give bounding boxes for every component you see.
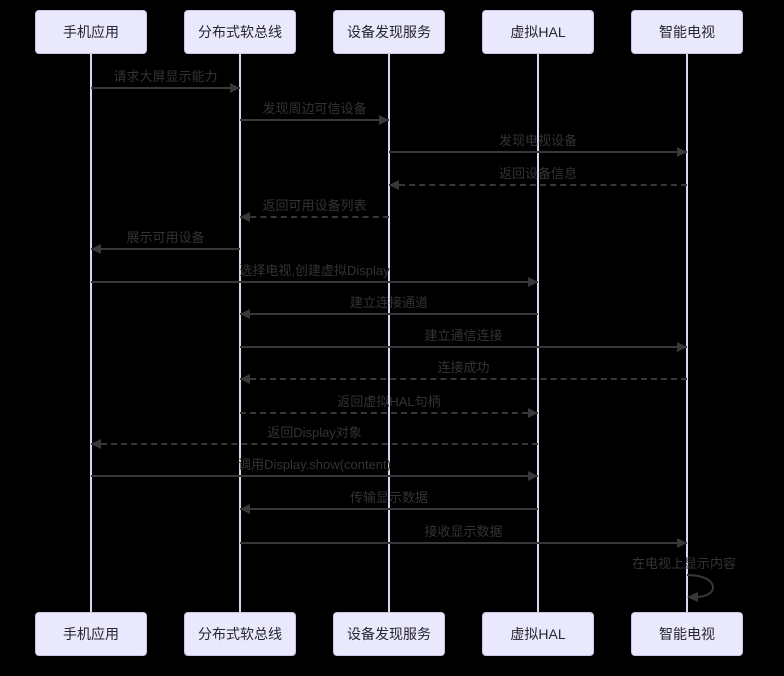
actor-label: 虚拟HAL xyxy=(510,24,566,40)
arrowhead-icon xyxy=(677,538,687,548)
arrowhead-icon xyxy=(91,244,101,254)
message-label: 展示可用设备 xyxy=(126,230,205,245)
message-arrow xyxy=(240,313,538,315)
actor-label: 分布式软总线 xyxy=(198,626,282,642)
message-arrow xyxy=(240,346,687,348)
arrowhead-icon xyxy=(240,504,250,514)
message-label: 传输显示数据 xyxy=(349,490,429,505)
arrowhead-icon xyxy=(379,115,389,125)
message-arrow xyxy=(91,248,240,250)
arrowhead-icon xyxy=(240,309,250,319)
message-arrow xyxy=(91,281,538,283)
arrowhead-icon xyxy=(91,439,101,449)
message-label: 调用Display.show(content) xyxy=(238,457,391,472)
self-loop-curve xyxy=(686,574,714,602)
message-label: 返回Display对象 xyxy=(267,425,362,440)
actor-label: 智能电视 xyxy=(659,24,715,40)
arrowhead-icon xyxy=(677,147,687,157)
message-arrow xyxy=(91,475,538,477)
lifeline-5 xyxy=(686,54,688,612)
actor-label: 虚拟HAL xyxy=(510,626,566,642)
message-arrow xyxy=(91,443,538,445)
message-label: 连接成功 xyxy=(437,360,490,375)
message-label: 建立通信连接 xyxy=(424,328,503,343)
actor-label: 手机应用 xyxy=(63,24,119,40)
message-label: 发现电视设备 xyxy=(498,133,578,148)
message-label: 返回设备信息 xyxy=(498,166,578,181)
lifeline-3 xyxy=(388,54,390,612)
message-arrow xyxy=(240,378,687,380)
actor-bottom-4: 虚拟HAL xyxy=(482,612,594,656)
actor-label: 智能电视 xyxy=(659,626,715,642)
message-label: 返回虚拟HAL句柄 xyxy=(337,394,441,409)
message-arrow xyxy=(91,87,240,89)
actor-bottom-3: 设备发现服务 xyxy=(333,612,445,656)
lifeline-1 xyxy=(90,54,92,612)
actor-label: 设备发现服务 xyxy=(347,24,431,40)
message-arrow xyxy=(240,119,389,121)
actor-label: 手机应用 xyxy=(63,626,119,642)
arrowhead-icon xyxy=(389,180,399,190)
actor-top-4: 虚拟HAL xyxy=(482,10,594,54)
message-arrow xyxy=(240,216,389,218)
arrowhead-icon xyxy=(528,408,538,418)
actor-label: 设备发现服务 xyxy=(347,626,431,642)
message-label: 返回可用设备列表 xyxy=(262,198,367,213)
arrowhead-icon xyxy=(528,471,538,481)
arrowhead-icon xyxy=(240,374,250,384)
message-label: 接收显示数据 xyxy=(424,524,503,539)
actor-bottom-5: 智能电视 xyxy=(631,612,743,656)
message-label: 发现周边可信设备 xyxy=(262,101,367,116)
actor-label: 分布式软总线 xyxy=(198,24,282,40)
actor-top-2: 分布式软总线 xyxy=(184,10,296,54)
message-arrow xyxy=(240,508,538,510)
lifeline-4 xyxy=(537,54,539,612)
message-label: 建立连接通道 xyxy=(349,295,429,310)
message-arrow xyxy=(240,542,687,544)
arrowhead-icon xyxy=(230,83,240,93)
arrowhead-icon xyxy=(528,277,538,287)
message-label: 请求大屏显示能力 xyxy=(113,69,218,84)
arrowhead-icon xyxy=(677,342,687,352)
actor-bottom-1: 手机应用 xyxy=(35,612,147,656)
message-arrow xyxy=(389,151,687,153)
message-arrow xyxy=(240,412,538,414)
actor-top-1: 手机应用 xyxy=(35,10,147,54)
actor-bottom-2: 分布式软总线 xyxy=(184,612,296,656)
arrowhead-icon xyxy=(240,212,250,222)
lifeline-2 xyxy=(239,54,241,612)
self-message-arrow xyxy=(686,571,730,608)
message-arrow xyxy=(389,184,687,186)
message-label: 在电视上显示内容 xyxy=(631,556,737,571)
actor-top-5: 智能电视 xyxy=(631,10,743,54)
message-label: 选择电视,创建虚拟Display xyxy=(239,263,390,278)
actor-top-3: 设备发现服务 xyxy=(333,10,445,54)
